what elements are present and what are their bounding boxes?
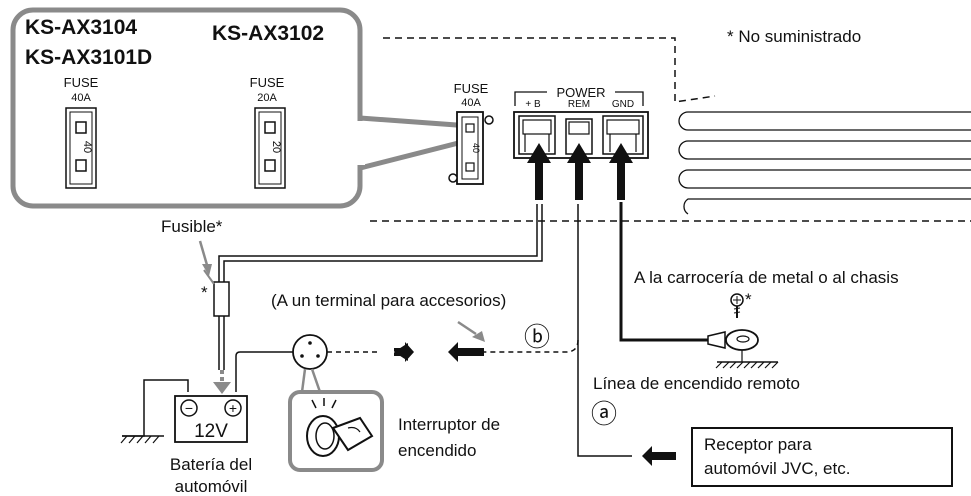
battery-minus-sign: −: [185, 400, 193, 416]
arrow-right-icon: [394, 343, 408, 361]
battery-label-2: automóvil: [175, 477, 248, 496]
model-label-1: KS-AX3104: [25, 16, 137, 39]
inset-fuse-left-label: FUSE: [64, 75, 99, 90]
terminal-label-plus-b: + B: [525, 99, 541, 110]
receiver-label-1: Receptor para: [704, 435, 812, 454]
accessory-terminal-label: (A un terminal para accesorios): [271, 291, 506, 310]
inset-fuse-right-mark: 20: [270, 141, 282, 153]
receiver-box: [691, 427, 953, 487]
model-label-2: KS-AX3101D: [25, 46, 152, 69]
ground-lug: [707, 329, 779, 369]
battery-icon: [120, 379, 248, 444]
ignition-switch-label-2: encendido: [398, 441, 476, 460]
circle-b-marker: ⓑ: [524, 322, 550, 352]
ground-wire: [619, 202, 712, 342]
accessory-branch-wire: [484, 339, 579, 353]
inset-fuse-right-rating: 20A: [257, 92, 277, 104]
battery-power-wire: [218, 204, 538, 370]
screw-icon: [730, 293, 744, 318]
inset-fuse-right: 20: [254, 107, 286, 189]
arrow-left-icon: [448, 342, 484, 362]
inset-fuse-left-rating: 40A: [71, 92, 91, 104]
inset-fuse-left-mark: 40: [81, 141, 93, 153]
power-bracket: [514, 91, 644, 106]
ignition-key-inset: [288, 368, 384, 472]
power-label: POWER: [556, 85, 605, 100]
screw-asterisk: *: [745, 290, 752, 309]
amp-fuse-mark: 40: [471, 143, 481, 153]
not-supplied-note: * No suministrado: [727, 27, 861, 46]
ground-target-label: A la carrocería de metal o al chasis: [634, 268, 899, 287]
inline-fuse-asterisk: *: [201, 283, 208, 302]
remote-turn-on-wire: [577, 204, 632, 457]
inset-callout-pointer: [357, 115, 473, 172]
inset-fuse-right-label: FUSE: [250, 75, 285, 90]
model-label-3: KS-AX3102: [212, 22, 324, 45]
terminal-label-gnd: GND: [612, 99, 634, 110]
remote-line-label: Línea de encendido remoto: [593, 374, 800, 393]
ignition-feed-wire: [235, 351, 293, 392]
terminal-arrows: [527, 143, 633, 200]
battery-plus-sign: +: [229, 400, 237, 416]
ignition-switch-icon: [292, 334, 328, 370]
battery-label-1: Batería del: [170, 455, 252, 474]
receiver-arrow-icon: [642, 446, 676, 466]
receiver-label-2: automóvil JVC, etc.: [704, 459, 850, 478]
circle-a-marker: ⓐ: [591, 399, 617, 429]
amp-fuse-rating: 40A: [461, 97, 481, 109]
amp-fuse-label: FUSE: [454, 81, 489, 96]
fuse-star-label: Fusible*: [161, 217, 223, 236]
terminal-label-rem: REM: [568, 99, 590, 110]
heat-sink-fins: [678, 111, 971, 215]
ignition-switch-label-1: Interruptor de: [398, 415, 500, 434]
battery-voltage: 12V: [194, 421, 228, 442]
inset-fuse-left: 40: [65, 107, 97, 189]
inline-fuse: [213, 281, 230, 317]
amplifier-outline: [383, 37, 716, 103]
amp-fuse: 40: [448, 111, 494, 185]
